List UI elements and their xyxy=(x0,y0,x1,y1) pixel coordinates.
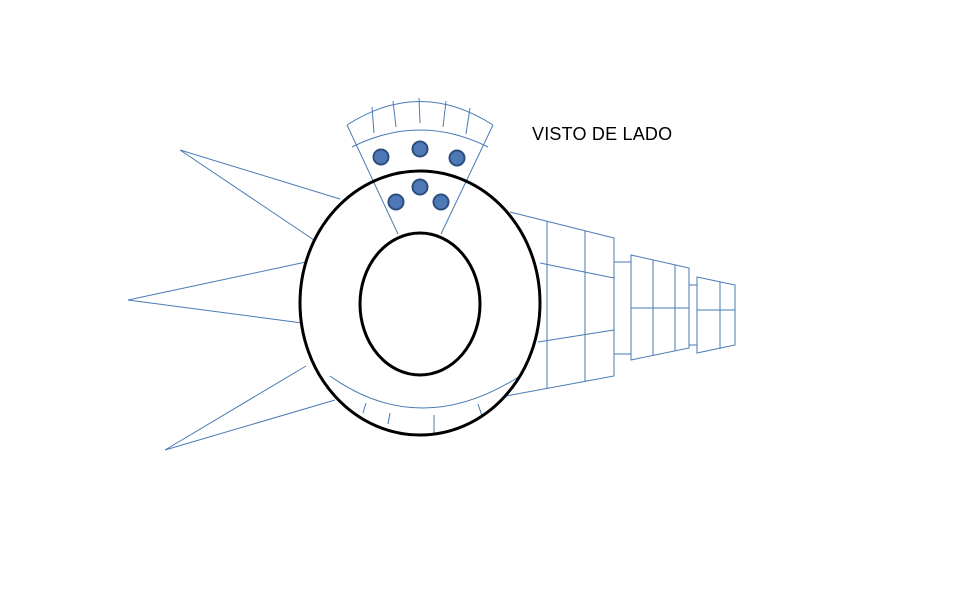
fan-rib xyxy=(465,107,471,135)
top-fan-tower xyxy=(346,97,494,235)
engine-connector-2-outline xyxy=(689,284,698,346)
inner-ring xyxy=(358,231,482,377)
porthole-dot xyxy=(387,193,405,211)
fan-inner-arc xyxy=(351,129,489,148)
engine-section-2 xyxy=(630,254,690,361)
fan-left-edge xyxy=(346,124,399,235)
engine-section-1-band xyxy=(537,329,615,343)
porthole-dot xyxy=(448,149,466,167)
bottom-band-tick xyxy=(362,402,367,414)
porthole-dots xyxy=(372,140,466,211)
view-caption: VISTO DE LADO xyxy=(532,124,673,144)
engine-section-1-outline xyxy=(505,211,615,397)
bottom-band-tick xyxy=(387,412,391,425)
bottom-band-tick xyxy=(477,403,483,417)
bottom-band-curve xyxy=(329,375,521,409)
fan-rib xyxy=(418,97,421,124)
porthole-dot xyxy=(411,178,429,196)
porthole-dot xyxy=(411,140,429,158)
engine-section-3-outline xyxy=(696,276,736,354)
fan-rib xyxy=(371,106,375,134)
engine-section-1 xyxy=(505,211,615,397)
porthole-dot xyxy=(432,193,450,211)
engine-connector-2 xyxy=(689,284,698,346)
fan-right-edge xyxy=(440,124,494,235)
engine-section-1-band xyxy=(539,262,615,279)
left-spikes xyxy=(127,149,341,451)
fan-outer-arc xyxy=(346,101,494,126)
main-hull-ring xyxy=(298,169,542,437)
lower-spike xyxy=(164,365,336,451)
engine-connector-1-outline xyxy=(614,261,632,355)
engine-section-2-outline xyxy=(630,254,690,361)
upper-spike xyxy=(179,149,341,241)
porthole-dot xyxy=(372,148,390,166)
fan-rib xyxy=(442,100,447,128)
engine-section-3 xyxy=(696,276,736,354)
engine-connector-1 xyxy=(614,261,632,355)
bottom-hull-band xyxy=(329,375,521,435)
fan-rib xyxy=(392,100,397,128)
middle-spike xyxy=(127,261,307,324)
outer-ring xyxy=(298,169,542,437)
